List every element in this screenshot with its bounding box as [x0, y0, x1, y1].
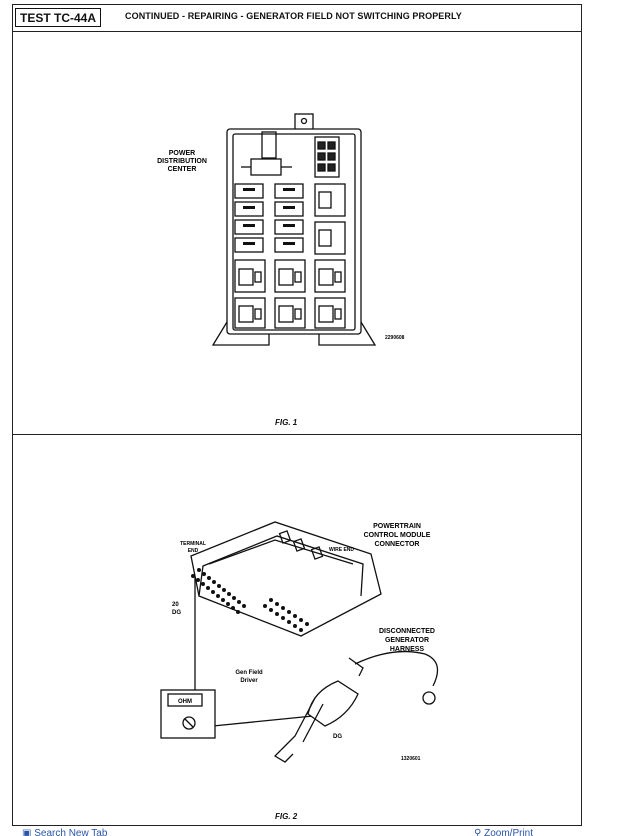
relay-row-1: [234, 259, 346, 293]
meter-label: OHM: [178, 699, 192, 705]
pcm-connector-diagram: POWERTRAIN CONTROL MODULE CONNECTOR TERM…: [160, 521, 439, 763]
right-gutter: [588, 0, 617, 826]
terminal-end-label-2: END: [188, 548, 199, 554]
figure-divider: [13, 434, 581, 435]
fig2-caption: FIG. 2: [275, 812, 298, 821]
dg-label: DG: [333, 734, 342, 740]
ohmmeter: [160, 689, 216, 739]
pdc-label-3: CENTER: [168, 166, 197, 173]
fig1-caption: FIG. 1: [275, 418, 298, 427]
pcm-label-2: CONTROL MODULE: [364, 532, 431, 539]
pcm-label-1: POWERTRAIN: [373, 523, 421, 530]
zoom-print-label: Zoom/Print: [484, 828, 534, 836]
disconnected-label-3: HARNESS: [390, 646, 425, 653]
fuse-grid: [234, 183, 304, 253]
test-header: TEST TC-44A CONTINUED - REPAIRING - GENE…: [13, 5, 581, 32]
test-id-box: TEST TC-44A: [15, 8, 102, 27]
terminal-end-label-1: TERMINAL: [180, 541, 206, 547]
zoom-print-link[interactable]: ⚲ Zoom/Print: [474, 828, 533, 836]
wire-end-label: WIRE END: [329, 547, 354, 553]
wire-id-20: 20: [172, 602, 179, 608]
document-sheet: TEST TC-44A CONTINUED - REPAIRING - GENE…: [12, 4, 582, 826]
window-icon: ▣: [22, 828, 32, 836]
gen-field-label-1: Gen Field: [235, 670, 263, 676]
fig2-image-code: 1320601: [401, 756, 421, 762]
search-new-tab-link[interactable]: ▣ Search New Tab: [22, 828, 107, 836]
fig1-image-code: 2290608: [385, 335, 405, 341]
mounting-feet: [211, 321, 377, 346]
search-new-tab-label: Search New Tab: [34, 828, 108, 836]
gen-field-label-2: Driver: [240, 678, 258, 684]
pdc-label-2: DISTRIBUTION: [157, 158, 207, 165]
connector-pins: [191, 568, 309, 632]
mounting-tab: [294, 113, 314, 131]
power-distribution-center-diagram: POWER DISTRIBUTION CENTER 2290608: [157, 113, 405, 346]
wire-id-dg: DG: [172, 610, 181, 616]
pcm-label-3: CONNECTOR: [375, 541, 420, 548]
harness-wire: [354, 650, 439, 687]
zoom-icon: ⚲: [474, 828, 482, 836]
disconnected-label-2: GENERATOR: [385, 637, 429, 644]
pdc-label-1: POWER: [169, 150, 195, 157]
footer-bar: ▣ Search New Tab ⚲ Zoom/Print: [0, 826, 617, 836]
disconnected-label-1: DISCONNECTED: [379, 628, 435, 635]
test-title: CONTINUED - REPAIRING - GENERATOR FIELD …: [125, 11, 462, 21]
pdc-body: [226, 128, 362, 335]
fuse-block: [314, 136, 340, 178]
relay-row-2: [234, 297, 346, 329]
